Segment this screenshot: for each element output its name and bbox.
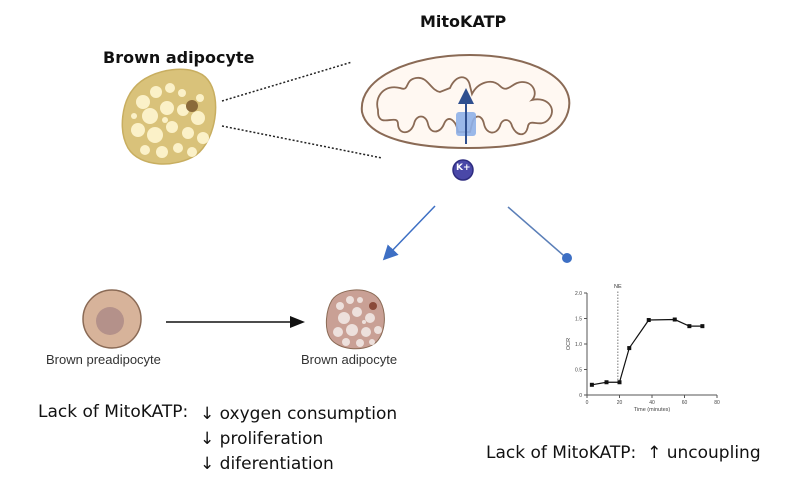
data-point (627, 346, 632, 351)
blue-inhibit-line (507, 206, 564, 256)
effects-right-prefix: Lack of MitoKATP: (486, 443, 637, 463)
blue-arrow-left (382, 205, 436, 261)
brown-adipocyte-bottom (325, 289, 385, 350)
y-tick-label: 2.0 (575, 291, 582, 297)
potassium-ion-icon (452, 159, 474, 181)
preadipocyte-label: Brown preadipocyte (46, 352, 161, 367)
down-arrow-icon: ↓ (200, 454, 215, 474)
zoom-line-top (221, 61, 353, 102)
effects-right: Lack of MitoKATP: ↑ uncoupling (486, 443, 761, 463)
zoom-line-bottom (221, 125, 383, 159)
effects-left-list: ↓ oxygen consumption ↓ proliferation ↓ d… (200, 402, 397, 477)
y-axis-label: OCR (566, 338, 572, 350)
ne-label: NE (614, 284, 622, 290)
brown-adipocyte-top (121, 68, 217, 165)
data-point (687, 324, 692, 329)
data-point (672, 317, 677, 322)
brown-preadipocyte-cell (82, 289, 142, 349)
data-point (589, 382, 594, 387)
y-tick-label: 0.5 (575, 368, 582, 374)
up-arrow-icon: ↑ (647, 443, 662, 463)
effects-right-text: uncoupling (666, 443, 761, 463)
x-axis-label: Time (minutes) (634, 407, 671, 413)
y-tick-label: 1.5 (575, 317, 582, 323)
x-tick-label: 20 (617, 400, 623, 406)
down-arrow-icon: ↓ (200, 404, 215, 424)
x-tick-label: 40 (649, 400, 655, 406)
y-tick-label: 1.0 (575, 342, 582, 348)
x-tick-label: 0 (586, 400, 589, 406)
data-point (617, 380, 622, 385)
effect-item: ↓ diferentiation (200, 454, 334, 474)
brown-adipocyte-title: Brown adipocyte (103, 48, 255, 67)
x-tick-label: 60 (682, 400, 688, 406)
data-point (646, 318, 651, 323)
y-tick-label: 0 (579, 393, 582, 399)
data-point (700, 324, 705, 329)
down-arrow-icon: ↓ (200, 429, 215, 449)
effect-item: ↓ proliferation (200, 429, 324, 449)
x-tick-label: 80 (714, 400, 720, 406)
series-line (591, 318, 703, 386)
blue-inhibit-dot (562, 253, 572, 263)
ion-label: K+ (456, 163, 471, 173)
effect-item: ↓ oxygen consumption (200, 404, 398, 424)
adipocyte-label: Brown adipocyte (301, 352, 398, 367)
mitokatp-title: MitoKATP (420, 12, 507, 31)
effects-left-prefix: Lack of MitoKATP: (38, 402, 189, 422)
mitochondrion (360, 53, 571, 150)
data-point (604, 380, 609, 385)
